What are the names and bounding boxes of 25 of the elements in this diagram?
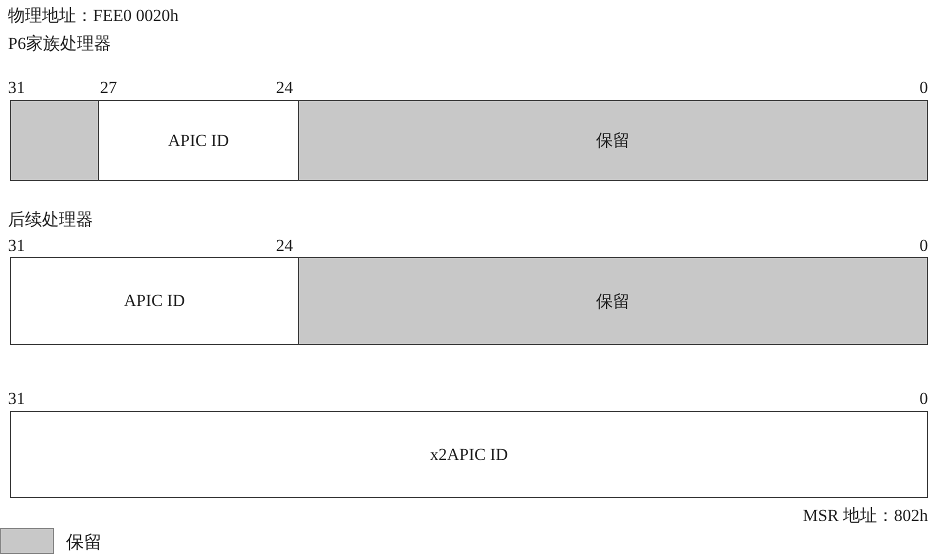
msr-address: MSR 地址：802h [802,506,928,526]
processor-heading: 后续处理器 [8,210,93,230]
legend-label: 保留 [66,532,102,552]
bit-number: 0 [920,389,928,409]
bit-number: 0 [920,236,928,256]
bit-number: 24 [276,236,293,256]
field-label: APIC ID [124,291,185,311]
address-heading: 物理地址：FEE0 0020h [8,6,178,26]
field-label: 保留 [596,130,630,152]
reserved-field [10,100,99,181]
register-field [10,257,299,345]
bit-number: 31 [8,236,25,256]
field-label: 保留 [596,290,630,312]
field-label: APIC ID [168,130,229,150]
field-label: x2APIC ID [430,444,508,464]
bit-number: 24 [276,78,293,98]
processor-heading: P6家族处理器 [8,34,111,54]
reserved-field [298,100,928,181]
bit-number: 31 [8,389,25,409]
register-field [98,100,299,181]
reserved-field [298,257,928,345]
bit-number: 31 [8,78,25,98]
bit-number: 0 [920,78,928,98]
register-field [10,411,928,498]
bit-number: 27 [100,78,117,98]
